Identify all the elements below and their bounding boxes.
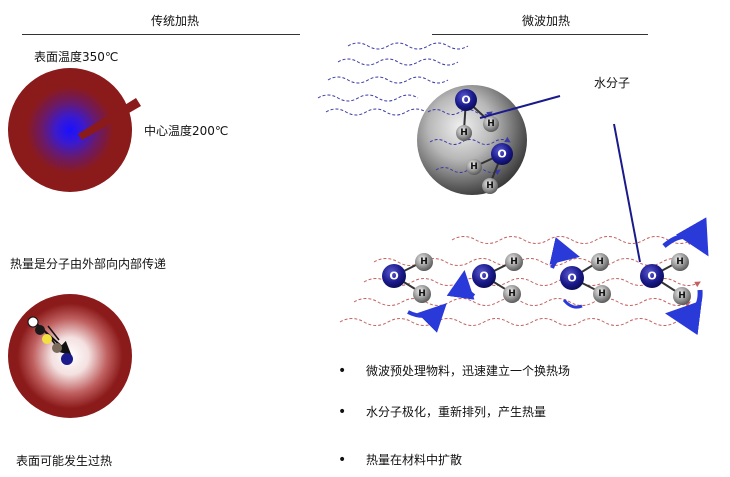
atom-label-o: O (567, 272, 576, 285)
atom-label-o: O (461, 94, 470, 107)
atom-label-h: H (596, 257, 604, 267)
atom-label-h: H (486, 181, 494, 191)
bullet-item-1: 微波预处理物料，迅速建立一个换热场 (366, 364, 571, 378)
particle-black (35, 325, 45, 335)
sphere-water-molecule-1 (455, 89, 499, 141)
atom-label-o: O (389, 270, 398, 283)
molecule-row-4 (640, 217, 709, 336)
atom-label-h: H (510, 257, 518, 267)
thermometer-probe (78, 98, 141, 140)
microwave-heated-sphere (417, 85, 527, 195)
traditional-heating-heading: 传统加热 (151, 14, 200, 28)
bullet-marker: • (338, 452, 347, 468)
atom-label-h: H (470, 162, 478, 172)
overheating-description: 表面可能发生过热 (16, 454, 113, 468)
molecule-leader-line-1 (479, 95, 561, 119)
traditional-heading-rule (22, 34, 300, 35)
traditional-heated-disc (8, 68, 141, 192)
particle-blue (61, 353, 73, 365)
atom-label-h: H (508, 289, 516, 299)
overheating-disc (8, 294, 132, 418)
bullet-marker: • (338, 404, 347, 420)
molecule-row-3 (549, 237, 611, 309)
atom-label-h: H (598, 289, 606, 299)
sphere-water-molecule-2 (466, 143, 513, 194)
incoming-microwaves (317, 42, 469, 116)
center-temperature-label: 中心温度200℃ (144, 124, 229, 138)
microwave-heating-heading: 微波加热 (522, 14, 571, 28)
atom-label-h: H (487, 119, 495, 129)
atom-label-h: H (460, 128, 468, 138)
atom-label-h: H (420, 257, 428, 267)
particle-yellow (42, 334, 52, 344)
bullet-item-2: 水分子极化，重新排列，产生热量 (366, 405, 547, 419)
heat-transfer-description: 热量是分子由外部向内部传递 (10, 257, 167, 271)
particle-white (27, 316, 39, 328)
microwave-heading-rule (432, 34, 648, 35)
bullet-item-3: 热量在材料中扩散 (366, 453, 463, 467)
molecule-leader-line-2 (613, 123, 641, 263)
atom-label-o: O (497, 148, 506, 161)
atom-label-o: O (647, 270, 656, 283)
molecule-row-2 (446, 253, 523, 303)
particle-brown (52, 343, 62, 353)
atom-label-h: H (418, 289, 426, 299)
water-molecule-label: 水分子 (594, 76, 631, 90)
bullet-marker: • (338, 363, 347, 379)
surface-temperature-label: 表面温度350℃ (34, 50, 119, 64)
atom-label-o: O (479, 270, 488, 283)
atom-label-h: H (676, 257, 684, 267)
molecule-row-1 (382, 253, 447, 333)
atom-label-h: H (678, 291, 686, 301)
